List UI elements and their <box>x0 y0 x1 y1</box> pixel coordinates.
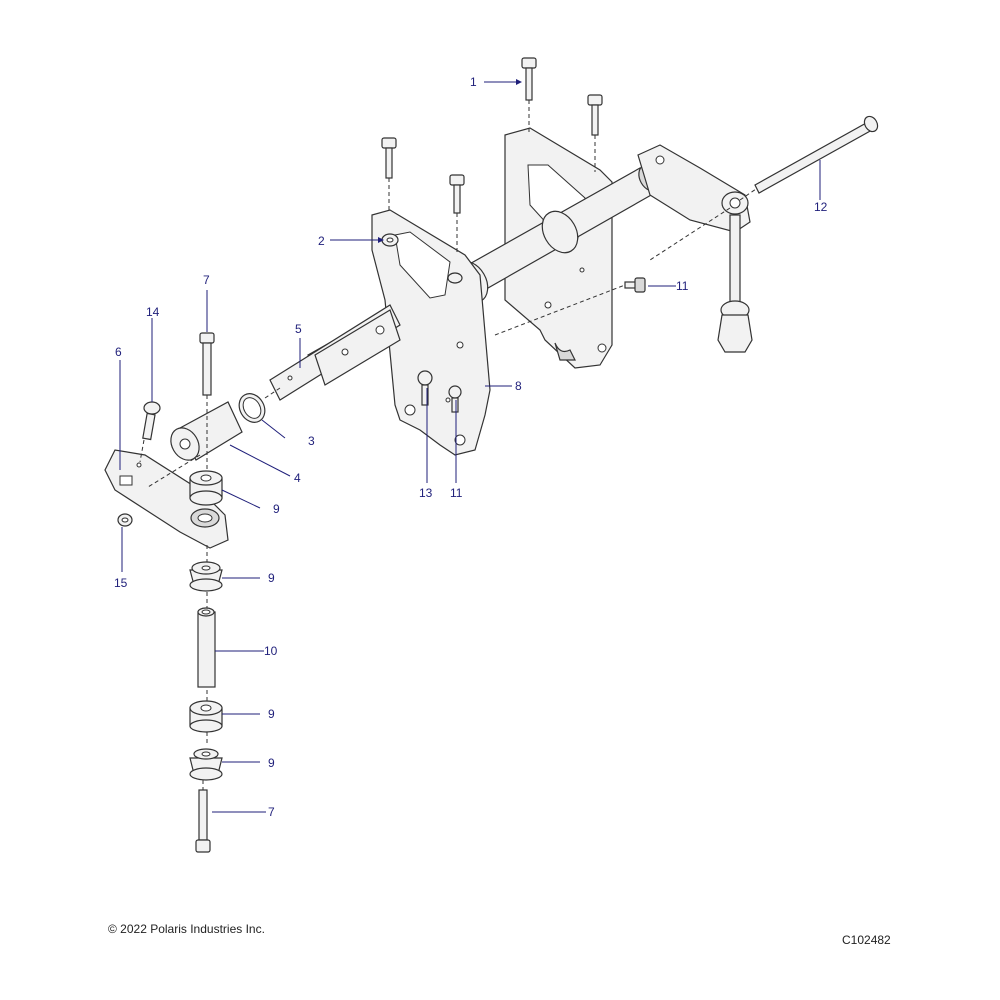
bolt-14 <box>139 401 161 463</box>
nut-11-rear <box>624 277 646 293</box>
long-bolt-12 <box>754 115 879 194</box>
bolt-7-lower <box>195 789 211 853</box>
bolt-13 <box>417 370 433 406</box>
nut-11-front <box>448 385 462 413</box>
bolt-1-left <box>521 57 537 132</box>
bolt-7-upper <box>199 332 215 470</box>
callout-9-second: 9 <box>268 571 275 585</box>
bushing-9-bottom <box>189 748 223 781</box>
inner-shaft <box>269 304 401 401</box>
nut-15 <box>117 513 133 527</box>
callout-5: 5 <box>295 322 302 336</box>
callout-7-lower: 7 <box>268 805 275 819</box>
callout-11-front: 11 <box>450 486 463 500</box>
callout-9-top: 9 <box>273 502 280 516</box>
callout-4: 4 <box>294 471 301 485</box>
callout-8: 8 <box>515 379 522 393</box>
steering-arm <box>637 144 753 353</box>
bushing-9-top <box>189 470 223 506</box>
diagram-code: C102482 <box>842 933 891 947</box>
leader-lines <box>119 79 821 813</box>
washer-front-right <box>447 272 463 284</box>
callout-6: 6 <box>115 345 122 359</box>
callout-15: 15 <box>114 576 128 590</box>
callout-2: 2 <box>318 234 325 248</box>
callout-3: 3 <box>308 434 315 448</box>
callout-14: 14 <box>146 305 160 319</box>
spacer-10 <box>197 607 216 688</box>
bushing-9-second <box>189 561 223 592</box>
copyright-notice: © 2022 Polaris Industries Inc. <box>108 922 265 936</box>
callout-1: 1 <box>470 75 477 89</box>
bolt-front-left <box>381 137 397 212</box>
callout-10: 10 <box>264 644 278 658</box>
o-ring-3 <box>238 393 266 423</box>
bushing-9-third <box>189 700 223 733</box>
callout-13: 13 <box>419 486 433 500</box>
lower-arm-6 <box>104 449 229 549</box>
washer-2 <box>381 233 399 247</box>
bolt-1-right <box>587 94 603 172</box>
bolt-front-right <box>449 174 465 255</box>
callout-11-rear: 11 <box>676 279 689 293</box>
callout-12: 12 <box>814 200 828 214</box>
splined-bushing-4 <box>170 401 243 461</box>
callout-9-third: 9 <box>268 707 275 721</box>
callout-7-upper: 7 <box>203 273 210 287</box>
callout-9-bottom: 9 <box>268 756 275 770</box>
